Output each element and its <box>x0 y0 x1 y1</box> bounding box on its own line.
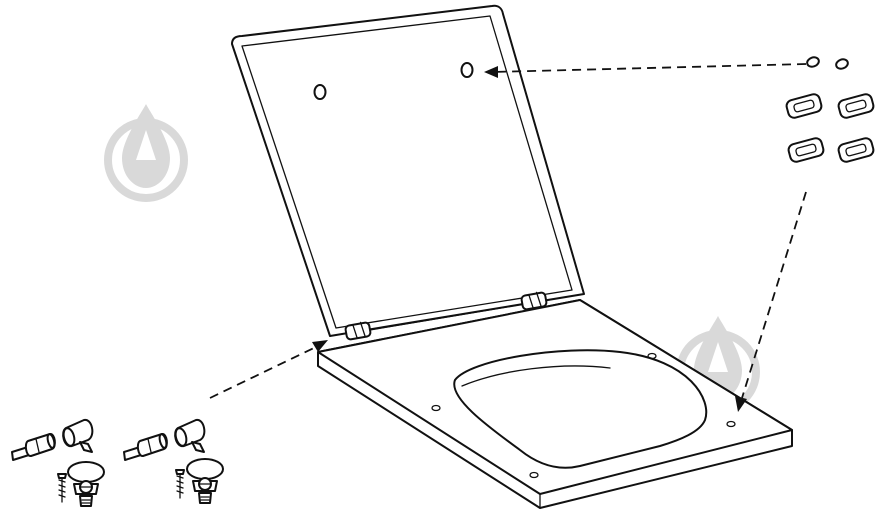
hinge-barrels <box>344 291 548 341</box>
fixing-screw-right <box>175 469 185 499</box>
fixing-screw-left <box>57 473 67 503</box>
fixing-cap-right <box>186 458 224 504</box>
assembly-guide-lines <box>209 63 807 412</box>
seat <box>317 299 793 509</box>
lid-bumpers <box>806 56 849 70</box>
hinge-sleeve-right <box>174 418 206 453</box>
droplet-watermark-icon <box>104 104 188 202</box>
hinge-pin-left <box>11 433 56 461</box>
lid <box>231 4 585 337</box>
hinge-sleeve-left <box>62 418 94 453</box>
hinge-pin-right <box>123 433 168 461</box>
seat-bumpers <box>785 93 875 163</box>
fixing-cap-left <box>67 461 105 507</box>
